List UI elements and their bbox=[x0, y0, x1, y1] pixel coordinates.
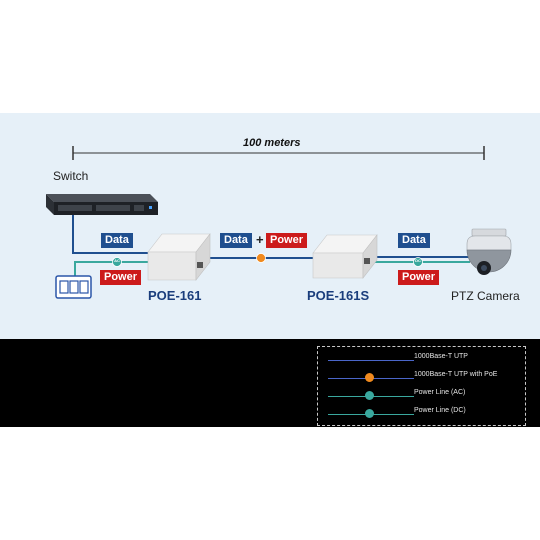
switch-label: Switch bbox=[53, 169, 89, 183]
poe-splitter-icon bbox=[312, 234, 378, 279]
poe-161-label: POE-161 bbox=[148, 288, 202, 303]
plus-sign: + bbox=[256, 232, 264, 247]
switch-icon bbox=[46, 194, 158, 215]
ac-marker-text: AC bbox=[114, 258, 120, 263]
legend-line bbox=[328, 360, 414, 361]
legend-marker bbox=[365, 391, 374, 400]
camera-data-badge: Data bbox=[398, 233, 430, 248]
poe-power-badge: Power bbox=[266, 233, 308, 248]
dc-marker bbox=[413, 257, 423, 267]
ac-power-cable bbox=[74, 261, 150, 276]
poe-161s-label: POE-161S bbox=[307, 288, 370, 303]
switch-data-cable bbox=[72, 214, 150, 254]
diagram-panel bbox=[0, 113, 540, 339]
ptz-camera-icon bbox=[466, 228, 512, 275]
legend-text: Power Line (AC) bbox=[414, 389, 466, 396]
legend-text: 1000Base-T UTP bbox=[414, 353, 468, 360]
legend-panel bbox=[0, 339, 540, 427]
dc-power-badge: Power bbox=[398, 270, 440, 285]
power-outlet-icon bbox=[55, 275, 92, 299]
legend: 1000Base-T UTP 1000Base-T UTP with PoE P… bbox=[317, 346, 526, 426]
poe-injector-icon bbox=[147, 233, 211, 281]
distance-label: 100 meters bbox=[243, 137, 301, 149]
legend-text: 1000Base-T UTP with PoE bbox=[414, 371, 498, 378]
legend-item-utp: 1000Base-T UTP bbox=[318, 351, 527, 369]
legend-marker bbox=[365, 373, 374, 382]
dc-marker-text: DC bbox=[415, 258, 421, 263]
ac-marker bbox=[112, 257, 122, 267]
poe-marker bbox=[256, 253, 266, 263]
ac-power-badge: Power bbox=[100, 270, 142, 285]
distance-dimension bbox=[72, 146, 485, 160]
legend-item-power-ac: Power Line (AC) bbox=[318, 387, 527, 405]
ptz-camera-label: PTZ Camera bbox=[451, 289, 520, 303]
poe-data-badge: Data bbox=[220, 233, 252, 248]
legend-item-power-dc: Power Line (DC) bbox=[318, 405, 527, 423]
legend-marker bbox=[365, 409, 374, 418]
legend-text: Power Line (DC) bbox=[414, 407, 466, 414]
switch-data-badge: Data bbox=[101, 233, 133, 248]
legend-item-utp-poe: 1000Base-T UTP with PoE bbox=[318, 369, 527, 387]
